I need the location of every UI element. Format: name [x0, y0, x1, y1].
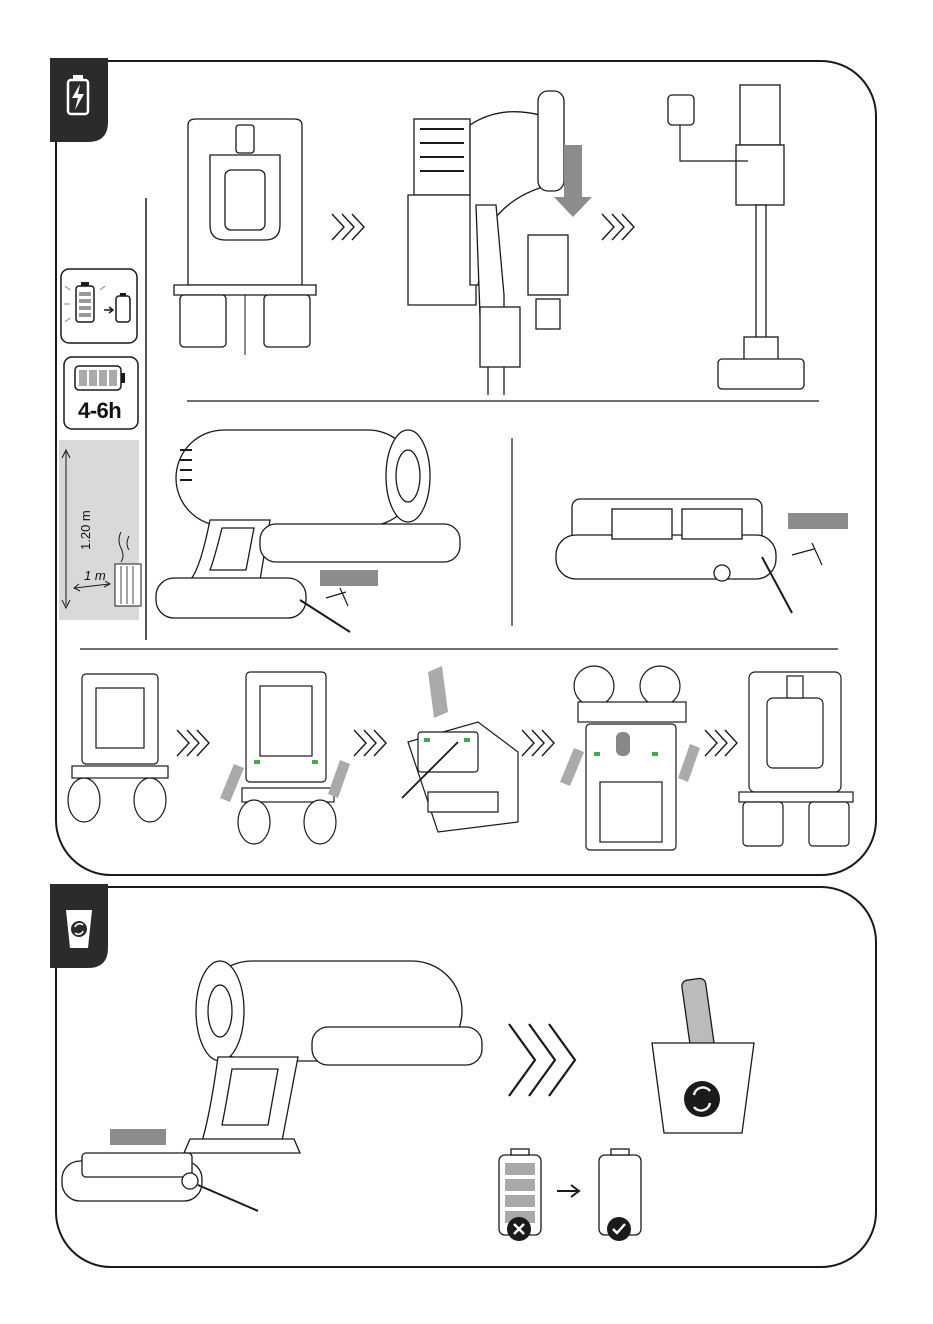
placement-illustration [59, 440, 141, 622]
mount-step-1 [62, 670, 172, 830]
chevron-right-icon [175, 728, 215, 758]
column-divider [511, 438, 513, 626]
wall-mount-illustration [170, 115, 320, 355]
vacuum-docking-illustration [400, 85, 590, 395]
wall-socket-icon [668, 95, 694, 125]
chevron-right-icon [352, 728, 392, 758]
handheld-charging-illustration [150, 420, 470, 630]
battery-charging-illustration [552, 495, 852, 625]
mount-step-4 [560, 662, 700, 854]
vacuum-standing-charging-illustration [660, 75, 810, 395]
mount-step-2 [220, 668, 350, 858]
distance-label: 1 m [84, 568, 106, 583]
recycle-bin-illustration [650, 975, 760, 1135]
sidebar-divider [145, 198, 148, 640]
charger-plug-icon [326, 588, 348, 606]
battery-blinking-icon [60, 268, 140, 346]
chevron-right-icon [505, 1020, 585, 1100]
recycle-icon [66, 910, 92, 948]
row-divider [80, 648, 838, 650]
left-arrow-icon [320, 570, 378, 586]
mount-step-3 [398, 662, 528, 832]
row-divider [187, 400, 819, 402]
battery-removal-illustration [62, 945, 492, 1225]
radiator-icon [115, 564, 141, 606]
battery-discharge-icon [495, 1145, 655, 1245]
chevron-right-icon [520, 728, 560, 758]
charge-time-label: 4-6h [78, 398, 121, 424]
chevron-right-icon [330, 212, 370, 242]
chevron-right-icon [600, 212, 640, 242]
left-arrow-icon [788, 513, 848, 529]
mount-step-5 [735, 668, 857, 858]
check-icon [607, 1217, 631, 1241]
recycle-icon [684, 1081, 720, 1117]
left-arrow-icon [110, 1129, 166, 1145]
charging-tab [50, 58, 120, 148]
cross-icon [507, 1217, 531, 1241]
height-label: 1.20 m [78, 510, 93, 550]
